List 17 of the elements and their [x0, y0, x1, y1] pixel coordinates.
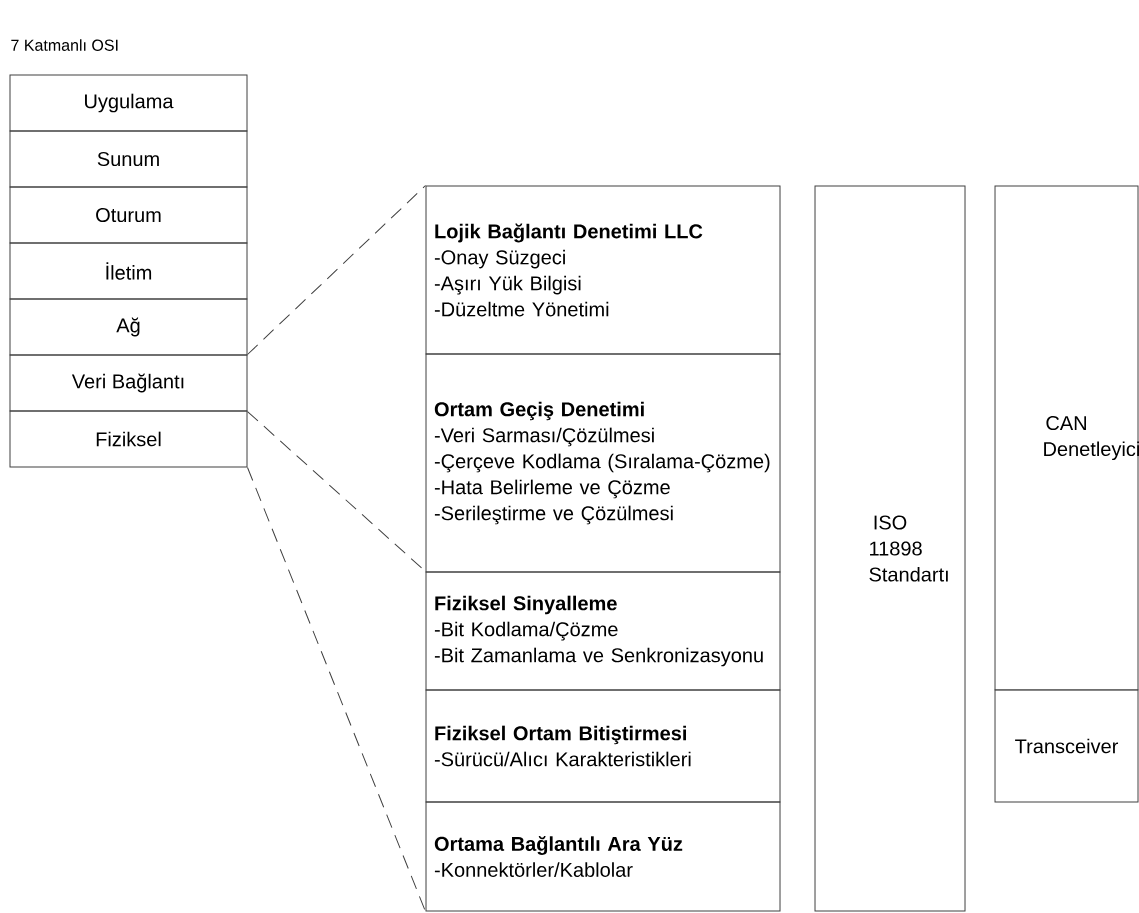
layer-box: Uygulama	[9, 74, 248, 132]
sublayer-box: Ortama Bağlantılı Ara Yüz -Konnektörler/Kablolar	[425, 801, 781, 912]
layer-box: İletim	[9, 242, 248, 300]
layer-box: Ağ	[9, 298, 248, 356]
layer-box: Fiziksel	[9, 410, 248, 468]
column-box: ISO 11898 Standartı	[814, 185, 966, 912]
column-box: CAN Denetleyici	[994, 185, 1139, 691]
layer-box: Veri Bağlantı	[9, 354, 248, 412]
sublayer-box: Fiziksel Ortam Bitiştirmesi -Sürücü/Alıcı Karakteristikleri	[425, 689, 781, 803]
layer-box: Sunum	[9, 130, 248, 188]
title: 7 Katmanlı OSI	[11, 39, 118, 51]
sublayer-box: Ortam Geçiş Denetimi -Veri Sarması/Çözülmesi -Çerçeve Kodlama (Sıralama-Çözme) -Hata Belirleme ve Çözme -Serileştirme ve Çözülmesi	[425, 353, 781, 573]
dashed-line	[247, 185, 426, 355]
layer-box: Oturum	[9, 186, 248, 244]
sublayer-box: Lojik Bağlantı Denetimi LLC -Onay Süzgeci -Aşırı Yük Bilgisi -Düzeltme Yönetimi	[425, 185, 781, 355]
column-box: Transceiver	[994, 689, 1139, 803]
sublayer-box: Fiziksel Sinyalleme -Bit Kodlama/Çözme -Bit Zamanlama ve Senkronizasyonu	[425, 571, 781, 691]
